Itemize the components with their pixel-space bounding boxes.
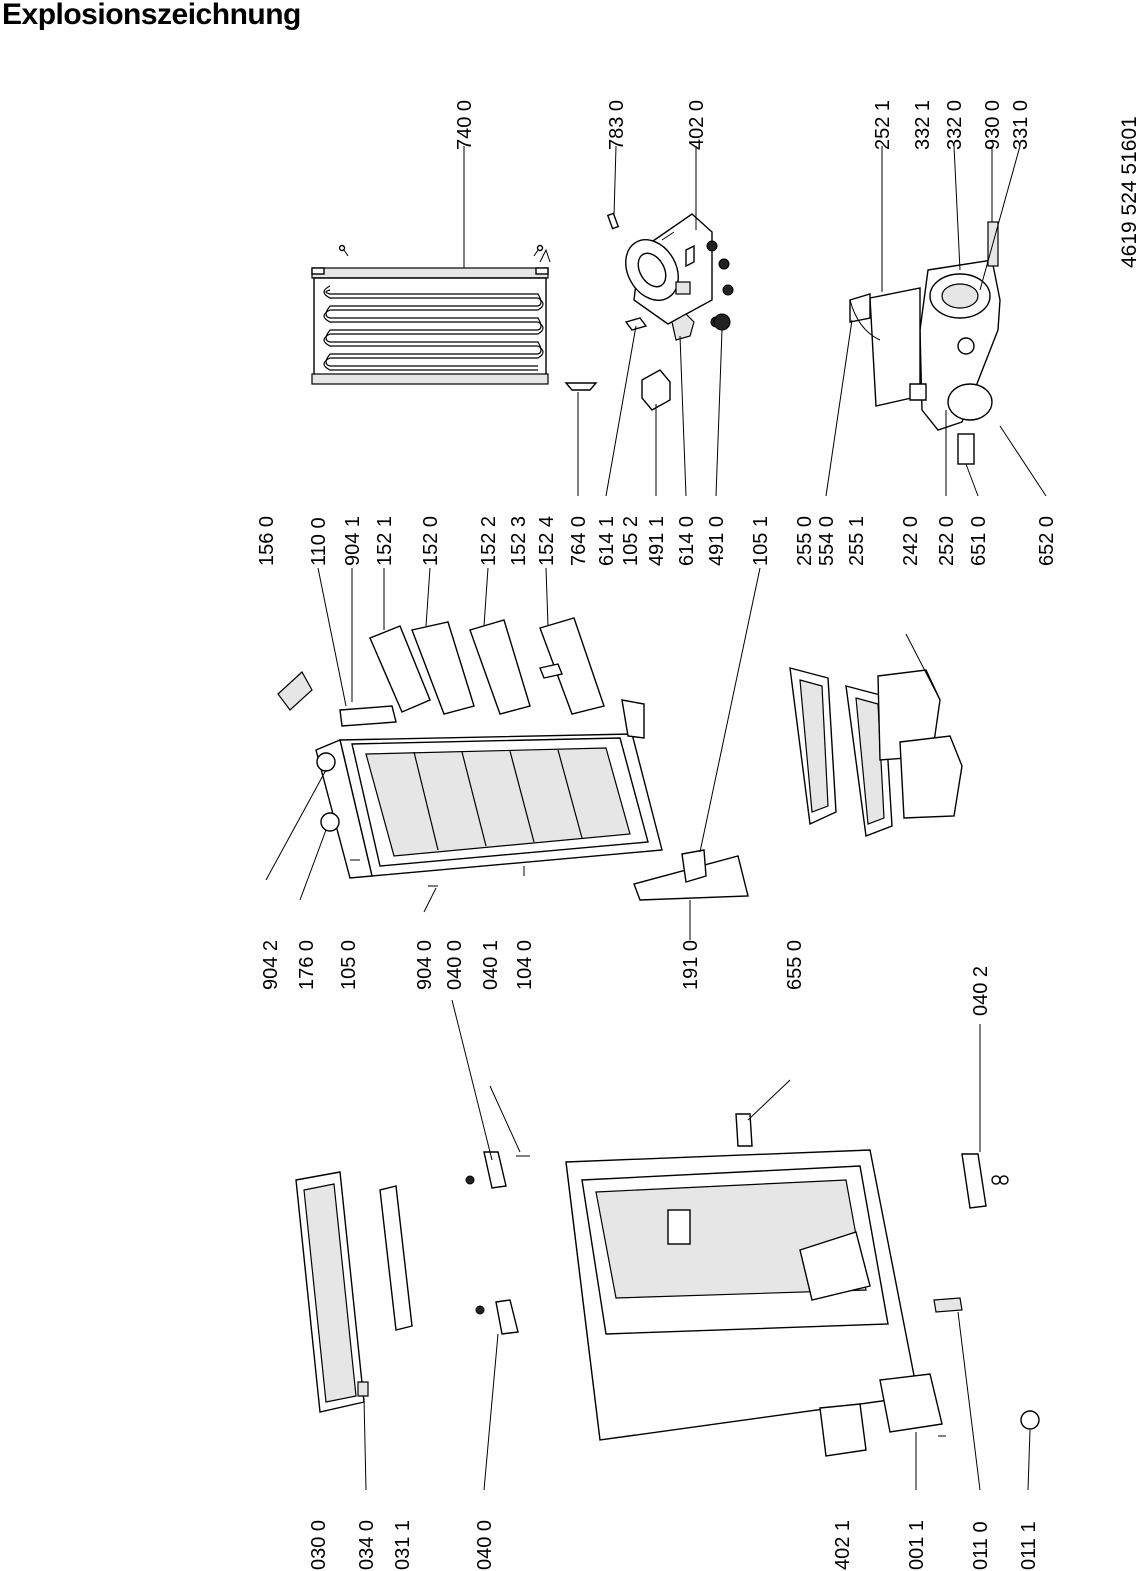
part-label: 652 0 [1036, 516, 1058, 566]
part-label: 152 1 [374, 516, 396, 566]
part-label: 040 2 [970, 966, 992, 1016]
hinges-screws [350, 859, 1040, 1437]
part-label: 651 0 [968, 516, 990, 566]
part-label: 252 0 [936, 516, 958, 566]
part-label: 554 0 [816, 516, 838, 566]
part-label: 152 0 [420, 516, 442, 566]
part-label: 031 1 [392, 1520, 414, 1570]
part-label: 105 0 [338, 940, 360, 990]
part-labels: 740 0 783 0 402 0 252 1 332 1 332 0 930 … [256, 100, 1058, 1570]
lid-frame-part [295, 1171, 413, 1413]
page-title: Explosionszeichnung [2, 0, 301, 31]
part-label: 332 1 [912, 100, 934, 150]
part-label: 104 0 [514, 940, 536, 990]
part-label: 152 3 [508, 516, 530, 566]
part-label: 110 0 [308, 517, 330, 566]
door-bottom-part [633, 849, 749, 901]
evaporator-fan-part [849, 221, 1001, 465]
part-label: 040 0 [444, 940, 466, 990]
part-label: 904 1 [342, 516, 364, 566]
part-label: 764 0 [568, 516, 590, 566]
part-label: 740 0 [454, 100, 476, 150]
part-label: 156 0 [256, 516, 278, 566]
cabinet-part [565, 1113, 943, 1457]
compressor-part [606, 212, 734, 328]
condenser-part [311, 244, 551, 385]
part-label: 030 0 [308, 1520, 330, 1570]
part-label: 252 1 [872, 100, 894, 150]
leader-lines [265, 145, 1047, 1491]
part-label: 930 0 [982, 100, 1004, 150]
part-label: 491 1 [646, 516, 668, 566]
part-label: 011 0 [970, 1521, 992, 1570]
part-label: 614 0 [676, 516, 698, 566]
part-label: 332 0 [944, 100, 966, 150]
part-label: 242 0 [900, 516, 922, 566]
part-label: 904 2 [260, 940, 282, 990]
part-label: 105 1 [750, 516, 772, 566]
door-part [315, 705, 663, 879]
part-label: 402 0 [686, 100, 708, 150]
part-label: 040 0 [474, 1520, 496, 1570]
part-label: 491 0 [706, 516, 728, 566]
part-label: 176 0 [296, 940, 318, 990]
door-shelves [277, 617, 645, 739]
part-label: 655 0 [784, 940, 806, 990]
part-label: 783 0 [606, 100, 628, 150]
part-label: 011 1 [1018, 1521, 1040, 1570]
part-label: 614 1 [596, 516, 618, 566]
part-label: 904 0 [414, 940, 436, 990]
electrical-small-parts [564, 313, 731, 411]
part-label: 191 0 [680, 940, 702, 990]
part-label: 331 0 [1010, 100, 1032, 150]
drawers-and-shelves [789, 667, 963, 837]
part-label: 105 2 [620, 516, 642, 566]
part-label: 255 0 [794, 516, 816, 566]
part-label: 152 4 [536, 516, 558, 566]
part-label: 040 1 [480, 940, 502, 990]
part-label: 034 0 [356, 1520, 378, 1570]
part-label: 001 1 [906, 1520, 928, 1570]
part-label: 255 1 [846, 516, 868, 566]
part-label: 402 1 [832, 1520, 854, 1570]
part-label: 152 2 [478, 516, 500, 566]
